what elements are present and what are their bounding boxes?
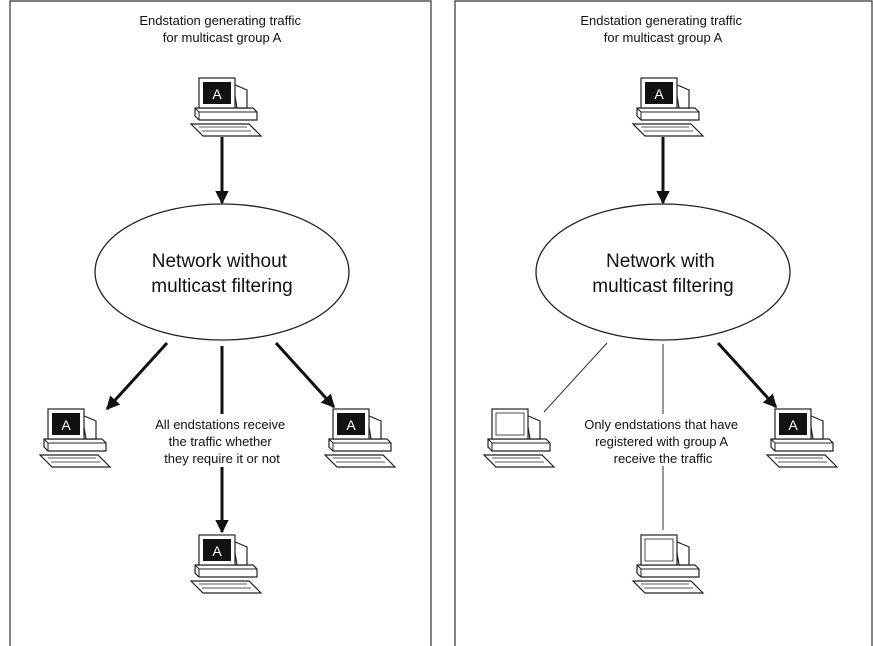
- left-bottom-caption-line-1: All endstations receive: [155, 417, 285, 432]
- right-thin-link-to-left-pc: [543, 342, 608, 413]
- left-panel: Endstation generating traffic for multic…: [39, 13, 396, 594]
- left-receiver-right-computer-icon: A: [324, 408, 396, 468]
- right-network-label-line-1: Network with: [606, 251, 715, 272]
- left-panel-frame: [9, 0, 432, 646]
- left-top-caption-line-2: for multicast group A: [163, 30, 282, 45]
- right-bottom-caption-line-1: Only endstations that have: [584, 417, 738, 432]
- left-source-screen-label: A: [212, 86, 222, 102]
- left-network-label-line-2: multicast filtering: [151, 276, 293, 297]
- right-top-caption-line-2: for multicast group A: [604, 30, 723, 45]
- left-bottom-caption: All endstations receive the traffic whet…: [155, 417, 289, 466]
- right-top-caption-line-1: Endstation generating traffic: [580, 13, 742, 28]
- left-arrow-to-right-pc: [274, 341, 336, 409]
- left-top-caption-line-1: Endstation generating traffic: [139, 13, 301, 28]
- left-receiver-left-computer-icon: A: [39, 408, 111, 468]
- right-source-screen-label: A: [654, 86, 664, 102]
- right-source-computer-icon: A: [632, 77, 704, 137]
- right-panel: Endstation generating traffic for multic…: [483, 13, 838, 594]
- right-network-ellipse: [535, 203, 791, 341]
- right-top-caption: Endstation generating traffic for multic…: [580, 13, 745, 45]
- left-receiver-right-screen-label: A: [346, 417, 356, 433]
- right-receiver-right-computer-icon: A: [766, 408, 838, 468]
- left-source-computer-icon: A: [190, 77, 262, 137]
- right-bottom-caption: Only endstations that have registered wi…: [584, 417, 742, 466]
- right-receiver-right-screen-label: A: [788, 417, 798, 433]
- right-network-label-line-2: multicast filtering: [592, 276, 734, 297]
- right-network-label: Network with multicast filtering: [592, 251, 734, 297]
- left-arrow-to-left-pc: [105, 341, 169, 411]
- left-receiver-bottom-screen-label: A: [212, 543, 222, 559]
- left-bottom-caption-line-2: the traffic whether: [169, 434, 273, 449]
- right-bottom-caption-line-2: registered with group A: [595, 434, 728, 449]
- right-panel-frame: [454, 0, 873, 646]
- right-receiver-bottom-computer-icon: [632, 534, 704, 594]
- left-receiver-bottom-computer-icon: A: [190, 534, 262, 594]
- left-bottom-caption-line-3: they require it or not: [164, 451, 280, 466]
- right-bottom-caption-line-3: receive the traffic: [614, 451, 713, 466]
- left-network-label: Network without multicast filtering: [151, 251, 293, 297]
- left-network-label-line-1: Network without: [152, 251, 288, 272]
- left-network-ellipse: [94, 203, 350, 341]
- left-top-caption: Endstation generating traffic for multic…: [139, 13, 304, 45]
- right-arrow-to-right-pc: [716, 341, 778, 409]
- right-receiver-left-computer-icon: [483, 408, 555, 468]
- left-receiver-left-screen-label: A: [61, 417, 71, 433]
